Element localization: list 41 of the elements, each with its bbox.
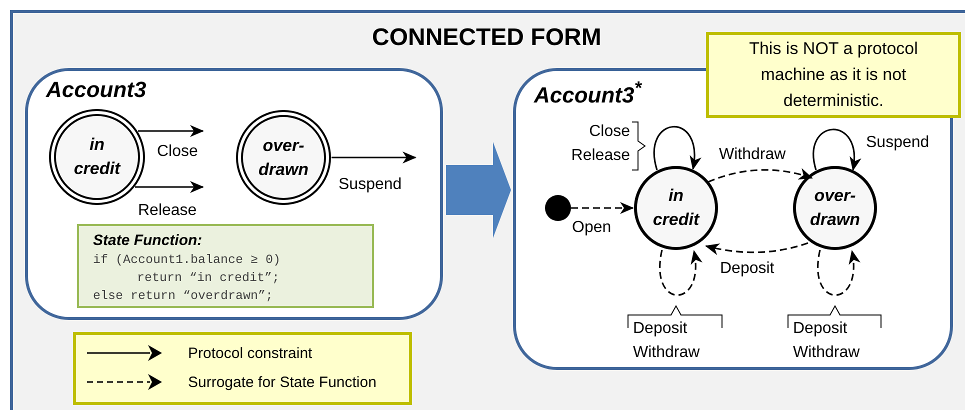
edge-label: Deposit Withdraw [633, 319, 701, 363]
edge-label: Suspend [866, 133, 930, 153]
code-line: else return “overdrawn”; [93, 288, 274, 305]
edge-label: Suspend [338, 174, 402, 194]
state-name: over-drawn [808, 185, 862, 231]
transition-arrow [705, 242, 808, 255]
box-heading: State Function: [93, 231, 202, 251]
initial-state-dot [545, 195, 571, 221]
transition-arrow [708, 168, 813, 183]
machine-name: Account3 [46, 77, 146, 103]
edge-label: Release [138, 201, 197, 221]
note-text: This is NOT a protocol machine as it is not deterministic. [748, 38, 919, 112]
edge-label: Open [572, 218, 612, 238]
diagram-title: CONNECTED FORM [372, 24, 602, 52]
block-arrow [446, 142, 511, 238]
transition-arrow [812, 128, 860, 171]
state-machine-panel [513, 68, 953, 370]
state-circle [634, 166, 718, 250]
transition-arrow [817, 250, 860, 296]
transition-arrow [138, 125, 204, 137]
code-line: return “in credit”; [137, 270, 280, 287]
legend-text: Surrogate for State Function [188, 374, 376, 390]
state-name: over-drawn [257, 134, 310, 180]
edge-label: Deposit [720, 259, 774, 279]
transition-arrow [659, 250, 702, 296]
code-line: if (Account1.balance ≥ 0) [93, 252, 281, 269]
state-name: in credit [652, 185, 701, 231]
transition-arrow [571, 202, 634, 214]
transition-arrow [332, 152, 416, 164]
machine-name: Account3$^{*}$ [534, 77, 642, 108]
edge-label: Close Release [570, 122, 630, 166]
legend-text: Protocol constraint [188, 344, 312, 362]
edge-label: Deposit Withdraw [793, 319, 861, 363]
transition-arrow [654, 126, 700, 170]
transition-arrow [135, 181, 204, 193]
state-name: in credit [72, 134, 122, 180]
note-box [706, 32, 961, 118]
edge-label: Close [157, 142, 198, 162]
state-function-box [77, 224, 374, 308]
state-machine-panel [25, 68, 443, 320]
edge-label: Withdraw [719, 145, 786, 165]
